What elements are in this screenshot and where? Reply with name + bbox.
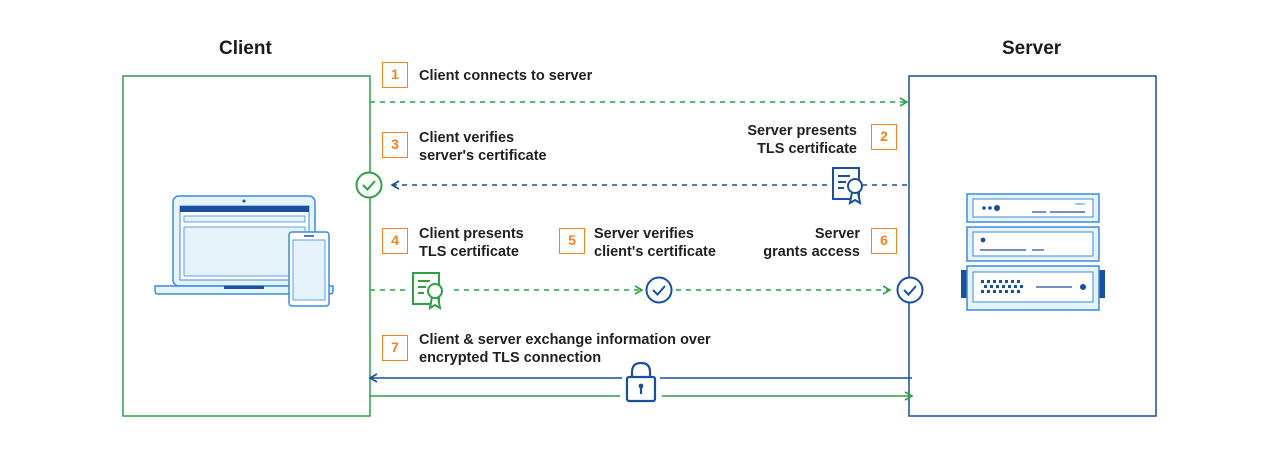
client-certificate-icon <box>412 272 443 310</box>
step-1-label: Client connects to server <box>419 68 593 84</box>
server-verifies-check-icon <box>645 276 673 304</box>
step-5-label: Server verifies client's certificate <box>594 226 716 260</box>
server-rack-icon <box>961 193 1105 311</box>
step-3-label: Client verifies server's certificate <box>419 130 547 164</box>
step-6-label: Server grants access <box>763 226 860 260</box>
client-title: Client <box>219 38 272 59</box>
server-check-icon <box>896 276 924 304</box>
server-title: Server <box>1002 38 1062 59</box>
server-certificate-icon <box>832 167 863 205</box>
step-2-label: Server presents TLS certificate <box>747 123 857 157</box>
step-6-number: 6 <box>871 228 897 254</box>
step-7-number: 7 <box>382 335 408 361</box>
lock-icon <box>625 361 657 403</box>
step-4-number: 4 <box>382 228 408 254</box>
step-5-number: 5 <box>559 228 585 254</box>
client-box <box>122 75 371 417</box>
step-4-label: Client presents TLS certificate <box>419 226 524 260</box>
step-2-number: 2 <box>871 124 897 150</box>
client-check-icon <box>355 171 383 199</box>
step-7-label: Client & server exchange information ove… <box>419 332 711 366</box>
step-1-number: 1 <box>382 62 408 88</box>
server-box <box>908 75 1157 417</box>
phone-icon <box>288 231 330 307</box>
step-3-number: 3 <box>382 132 408 158</box>
